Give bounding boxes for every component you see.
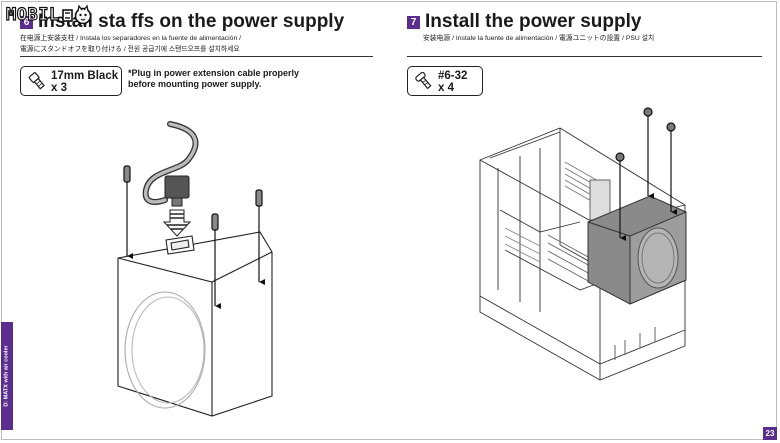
step-7-part-name: #6-32 xyxy=(438,70,468,82)
step-6-part-label: 17mm Black x 3 xyxy=(51,70,118,94)
step-6-note: *Plug in power extension cable properly … xyxy=(128,68,300,89)
step-6-part-qty: x 3 xyxy=(51,82,67,94)
step-6-rule xyxy=(20,56,373,57)
psu-in-case xyxy=(587,195,687,305)
page-number: 23 xyxy=(763,427,777,440)
step-6-translations: 在电源上安装支柱 / Instala los separadores en la… xyxy=(20,33,241,55)
step-6-translation-line-2: 電源にスタンドオフを取り付ける / 전원 공급기에 스탠드오프를 설치하세요 xyxy=(20,46,240,53)
watermark-logo: MOBIL xyxy=(5,4,92,26)
step-7-rule xyxy=(407,56,762,57)
screw-arrows xyxy=(615,107,677,241)
watermark-text: MOBIL xyxy=(5,4,60,25)
step-6-part-name: 17mm Black xyxy=(51,70,119,82)
step-7-badge: 7 xyxy=(407,16,420,29)
step-7-part-qty: x 4 xyxy=(438,82,454,94)
watermark-glyph-icon xyxy=(61,4,91,25)
step-6-title: Install sta ffs on the power supply xyxy=(38,11,345,32)
power-cable xyxy=(142,121,199,237)
step-7-part-box: #6-32 x 4 xyxy=(407,66,483,96)
screw-icon xyxy=(415,71,432,90)
psu-illustration xyxy=(117,231,273,417)
side-tab-label: D: MATX with air cooler xyxy=(4,345,11,407)
step-6-part-box: 17mm Black x 3 xyxy=(20,66,122,96)
step-7-translation-line-1: 安装电源 / Instale la fuente de alimentación… xyxy=(423,35,655,42)
standoff-icon xyxy=(28,72,45,90)
side-tab: D: MATX with air cooler xyxy=(1,322,13,430)
step-7-translations: 安装电源 / Instale la fuente de alimentación… xyxy=(423,33,654,44)
case-illustration xyxy=(479,127,686,381)
step-6-translation-line-1: 在电源上安装支柱 / Instala los separadores en la… xyxy=(20,35,242,42)
step-7-part-label: #6-32 x 4 xyxy=(438,70,467,94)
step-6-badge: 6 xyxy=(20,16,33,29)
standoff-arrows xyxy=(123,165,265,309)
step-7-title: Install the power supply xyxy=(425,11,642,32)
